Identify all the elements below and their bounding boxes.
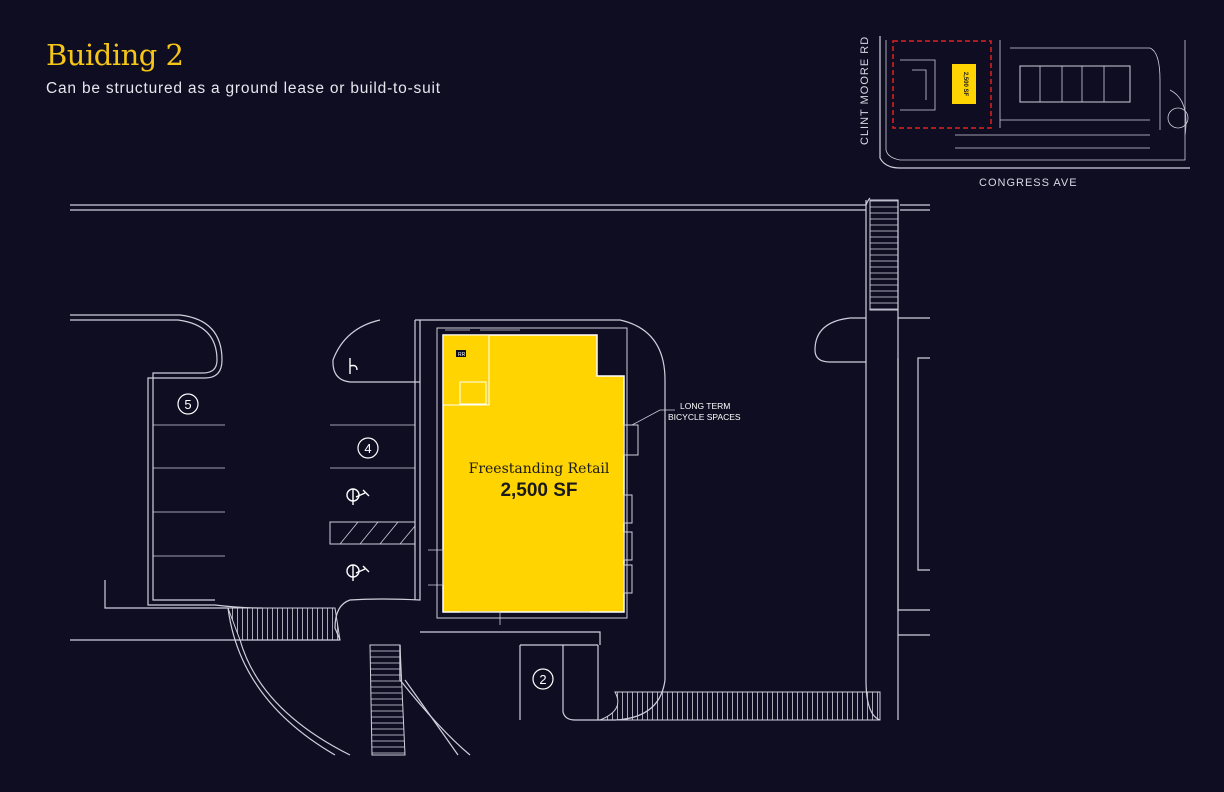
bottom-walkway (599, 691, 881, 721)
parking-marker-2: 2 (532, 668, 554, 690)
right-structures (814, 317, 930, 636)
mini-building (952, 64, 976, 104)
room-tag: RR (458, 352, 466, 358)
left-parking (70, 314, 340, 641)
building-footprint: RR Freestanding Retail 2,500 SF (428, 327, 639, 625)
building-curbs (329, 319, 666, 721)
page-subtitle: Can be structured as a ground lease or b… (46, 80, 441, 97)
callout-line1: LONG TERM (680, 401, 730, 411)
bottom-left-walks (227, 607, 471, 756)
building-area: 2,500 SF (500, 480, 577, 501)
page-title: Buiding 2 (46, 38, 184, 72)
parking-marker-5: 5 (177, 393, 199, 415)
svg-text:5: 5 (184, 397, 191, 412)
street-west-label: CLINT MOORE RD (859, 36, 871, 145)
inset-map: 2,500 SF CLINT MOORE RD CONGRESS AVE (859, 36, 1190, 189)
right-walkway (865, 197, 899, 721)
svg-text:2: 2 (539, 672, 546, 687)
bicycle-callout: LONG TERM BICYCLE SPACES (631, 401, 741, 426)
parking-marker-4: 4 (357, 437, 379, 459)
callout-line2: BICYCLE SPACES (668, 412, 741, 422)
bike-rack-icon (346, 564, 370, 581)
top-road (70, 204, 930, 211)
bike-rack-icon (346, 488, 370, 505)
site-highlight (892, 40, 992, 129)
svg-text:4: 4 (364, 441, 371, 456)
building-name: Freestanding Retail (469, 461, 610, 477)
accessible-parking-icon (349, 358, 358, 374)
svg-text:2,500 SF: 2,500 SF (962, 72, 968, 97)
street-south-label: CONGRESS AVE (979, 177, 1078, 189)
